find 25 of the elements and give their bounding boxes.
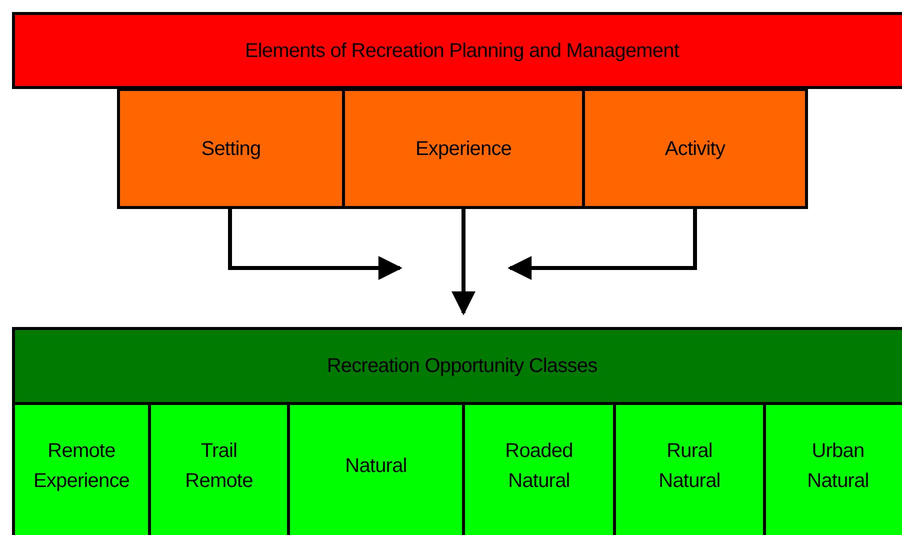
arrow xyxy=(508,208,697,280)
category-box xyxy=(342,88,585,209)
label-text: Setting xyxy=(201,136,261,162)
class-box xyxy=(613,402,766,535)
category-box xyxy=(117,88,345,209)
category-box xyxy=(582,88,808,209)
label-text: Rural Natural xyxy=(658,439,722,494)
class-box xyxy=(287,402,465,535)
label-text: Urban Natural xyxy=(806,439,870,494)
title-bar xyxy=(12,327,902,405)
label-text: Roaded Natural xyxy=(504,439,574,494)
label-text: Trail Remote xyxy=(184,439,254,494)
class-box xyxy=(462,402,616,535)
arrow xyxy=(452,208,476,316)
class-box xyxy=(148,402,290,535)
class-box xyxy=(12,402,151,535)
title-bar xyxy=(12,12,902,89)
label-text: Activity xyxy=(664,136,726,162)
label-text: Elements of Recreation Planning and Management xyxy=(244,38,680,64)
label-text: Natural xyxy=(345,454,407,479)
class-box xyxy=(763,402,902,535)
arrow xyxy=(228,208,402,280)
label-text: Experience xyxy=(415,136,512,162)
label-text: Remote Experience xyxy=(32,439,131,494)
label-text: Recreation Opportunity Classes xyxy=(326,354,598,379)
